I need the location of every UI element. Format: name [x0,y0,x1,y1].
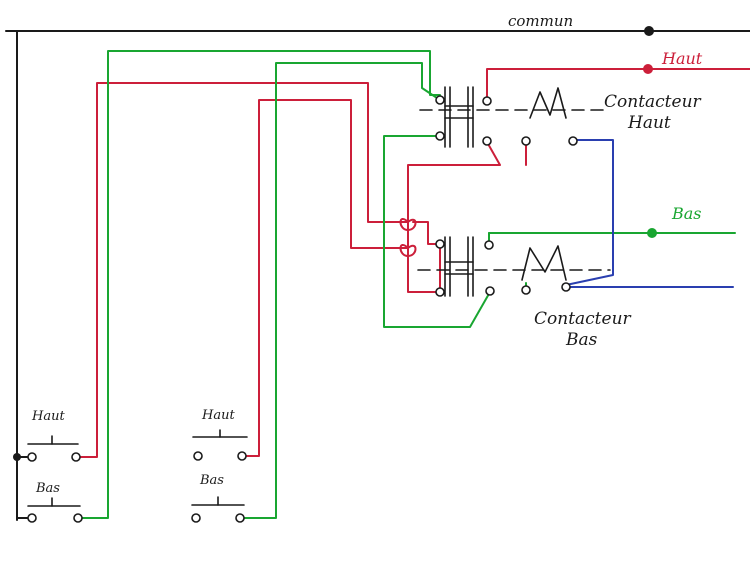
haut-to-bas-loop [407,141,501,293]
btn1-bas-term-r [73,513,83,523]
bas-term-d [561,282,571,292]
bas-output-label: Bas [671,204,702,223]
neutral-wiring [565,139,734,288]
btn1-haut-label: Haut [31,409,65,424]
commun-label: commun [508,12,573,30]
bas-term-b1 [484,240,494,250]
bas-wiring [79,50,736,519]
bas-term-a2 [435,287,445,297]
btn2-haut-term-r [237,451,247,461]
btn2-haut-wire [244,99,409,457]
commun-wiring [5,26,750,521]
btn2-bas-term-l [191,513,201,523]
haut-term-a1 [435,95,445,105]
btn1-bas-label: Bas [35,481,60,496]
haut-term-d [568,136,578,146]
commun-junction [13,453,21,461]
interlock-to-bas-top [412,221,441,245]
haut-output-label: Haut [661,49,703,68]
haut-coil-symbol [529,87,567,119]
button-group-1 [27,435,83,523]
contacteur-haut-label-2: Haut [627,113,671,133]
bas-term-b2 [485,286,495,296]
bas-term-c [521,285,531,295]
bas-term-a1 [435,239,445,249]
contacteur-haut [419,86,606,148]
haut-term-c [521,136,531,146]
commun-terminal [644,26,654,36]
haut-output-line [486,68,750,102]
bas-terminal [647,228,657,238]
bas-coil-symbol [521,245,567,281]
contacteur-bas-label-2: Bas [565,330,598,350]
contacteur-bas-label-1: Contacteur [534,309,632,329]
haut-term-b1 [482,96,492,106]
haut-terminal [643,64,653,74]
bas-return-wire [383,135,491,328]
btn2-haut-label: Haut [201,408,235,423]
btn2-haut-term-l [193,451,203,461]
btn1-haut-term-r [71,452,81,462]
btn1-haut-wire [79,82,409,458]
neutral-link [565,139,614,286]
haut-term-a2 [435,131,445,141]
btn1-bas-term-l [27,513,37,523]
contacteur-haut-label-1: Contacteur [604,92,702,112]
btn2-bas-term-r [235,513,245,523]
contacteur-bas [417,236,611,297]
haut-term-b2 [482,136,492,146]
button-group-2 [191,429,248,523]
btn1-haut-term-l [27,452,37,462]
haut-wiring [79,64,750,458]
btn2-bas-label: Bas [199,473,224,488]
btn2-bas-wire [242,62,441,519]
